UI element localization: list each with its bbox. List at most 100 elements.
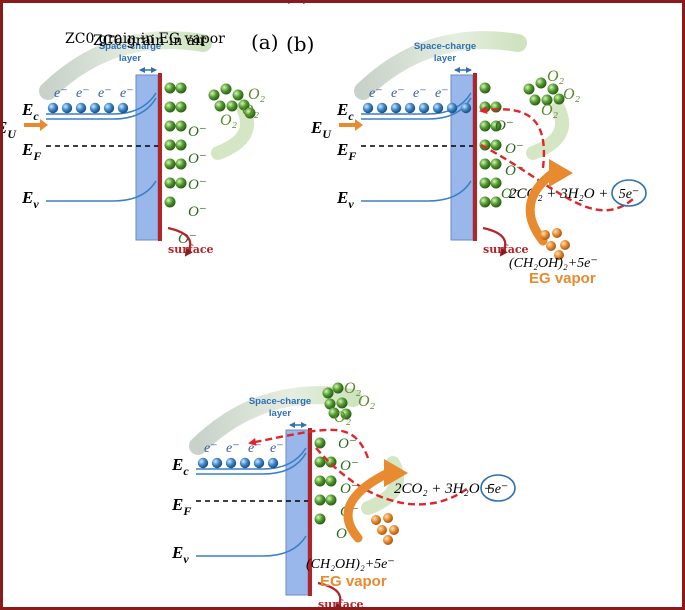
oxygen-ion — [175, 139, 187, 151]
released-electrons-circle — [611, 179, 647, 207]
oxygen-ion — [479, 82, 491, 94]
ef-label: EF — [21, 140, 41, 163]
valence-band-line — [46, 180, 157, 202]
eu-label: EU — [3, 118, 17, 141]
eg-molecule — [371, 515, 381, 525]
o2-molecule — [208, 89, 220, 101]
ec-label: Ec — [21, 100, 39, 123]
electron-label: e⁻ — [204, 441, 218, 456]
oxygen-ion-label: O⁻ — [340, 458, 359, 474]
electron-return-path — [248, 428, 370, 459]
ec-label: Ec — [336, 100, 354, 123]
eu-label: EU — [310, 118, 332, 141]
electron — [61, 102, 73, 114]
reaction-path-lower — [480, 143, 634, 212]
electron — [75, 102, 87, 114]
surface-bar — [158, 73, 162, 241]
ef-label: EF — [336, 140, 356, 163]
electron — [239, 457, 251, 469]
o2-molecule — [238, 99, 250, 111]
ef-label: EF — [171, 495, 191, 518]
panel-a: Space-chargelayere⁻e⁻e⁻e⁻EcEUEFEvO⁻O⁻O⁻O… — [3, 30, 279, 257]
o2-label: O₂ — [220, 112, 238, 129]
eg-molecule — [383, 535, 393, 545]
oxygen-ion — [175, 120, 187, 132]
o2-molecule — [232, 89, 244, 101]
electron — [89, 102, 101, 114]
panel-letter: (a) — [251, 30, 279, 54]
ev-label: Ev — [171, 543, 189, 566]
electron — [376, 102, 388, 114]
released-electrons: 5e⁻ — [488, 482, 509, 497]
panel-letter: (b) — [286, 32, 314, 56]
oxygen-ion — [164, 158, 176, 170]
oxygen-ion — [479, 158, 491, 170]
electron — [117, 102, 129, 114]
electron-return-path — [479, 106, 546, 169]
conduction-band-line — [196, 447, 307, 470]
oxygen-ion — [325, 494, 337, 506]
eg-molecule — [377, 525, 387, 535]
oxygen-ion — [490, 177, 502, 189]
electron — [267, 457, 279, 469]
oxygen-ion-label: O⁻ — [178, 231, 197, 247]
oxygen-ion — [164, 139, 176, 151]
oxygen-ion — [164, 82, 176, 94]
electron — [103, 102, 115, 114]
adsorption-arrow — [39, 31, 212, 100]
eg-vapor-arrow — [343, 468, 393, 543]
panel-title: ZC0 grain in air — [93, 33, 207, 49]
conduction-band-line-lower — [196, 452, 307, 475]
oxygen-ion — [314, 475, 326, 487]
o2-molecule — [547, 83, 559, 95]
oxygen-ion — [164, 101, 176, 113]
electron — [362, 102, 374, 114]
electron-label: e⁻ — [435, 86, 449, 101]
oxygen-ion — [479, 196, 491, 208]
surface-bar — [473, 73, 477, 241]
eg-vapor-label: EG vapor — [529, 270, 596, 287]
band-diagram-figure: Space-chargelayere⁻e⁻e⁻e⁻EcEUEFEvO⁻O⁻O⁻O… — [3, 3, 647, 607]
oxygen-ion — [314, 513, 326, 525]
reaction-products: 2CO₂ + 3H₂O + — [509, 186, 608, 202]
eg-vapor-label: EG vapor — [320, 573, 387, 590]
electron-label: e⁻ — [413, 86, 427, 101]
oxygen-ion-label: O⁻ — [501, 186, 520, 202]
eu-arrow — [24, 119, 48, 131]
surface-arrow — [167, 226, 193, 257]
o2-molecule — [328, 407, 340, 419]
o2-label: O₂ — [344, 380, 362, 397]
o2-molecule — [226, 100, 238, 112]
electron — [446, 102, 458, 114]
reaction-path-lower — [315, 447, 469, 506]
oxygen-ion — [314, 494, 326, 506]
oxygen-ion — [479, 120, 491, 132]
oxygen-ion-label: O⁻ — [505, 141, 524, 157]
electron-label: e⁻ — [54, 86, 68, 101]
eg-molecule — [554, 250, 564, 260]
o2-label: O₂ — [563, 86, 581, 103]
eu-arrow — [339, 119, 363, 131]
electron-label: e⁻ — [391, 86, 405, 101]
o2-label: O₂ — [242, 102, 260, 119]
eg-molecule — [540, 230, 550, 240]
oxygen-ion — [175, 177, 187, 189]
electron — [418, 102, 430, 114]
o2-molecule — [535, 77, 547, 89]
o2-label: O₂ — [248, 86, 266, 103]
o2-molecule — [324, 398, 336, 410]
eg-molecule — [546, 241, 556, 251]
electron-label: e⁻ — [226, 441, 240, 456]
o2-molecule — [523, 83, 535, 95]
oxygen-ion — [479, 139, 491, 151]
electron — [47, 102, 59, 114]
valence-band-line — [361, 180, 472, 202]
reactant-equation: (CH₂OH)₂+5e⁻ — [509, 256, 598, 271]
oxygen-ion — [164, 120, 176, 132]
adsorption-arrow — [354, 31, 527, 100]
o2-molecule — [332, 382, 344, 394]
eg-molecule — [383, 513, 393, 523]
